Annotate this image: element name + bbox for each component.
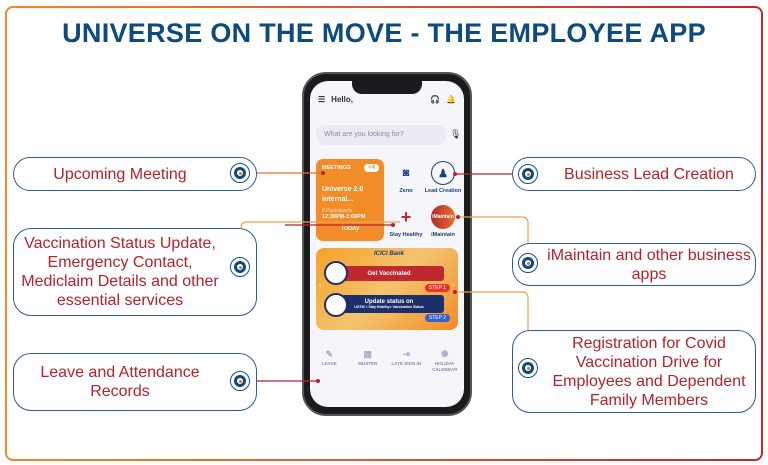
nav-label: MUSTER: [358, 361, 378, 366]
step2-subtitle: UOTM > Stay Healthy> Vaccination Status: [354, 305, 424, 309]
calendar-icon: ▦: [363, 349, 372, 359]
phone-notch: [352, 81, 422, 94]
app-imaintain[interactable]: iMaintain iMaintain: [423, 205, 463, 238]
target-icon: [230, 371, 250, 391]
nav-muster[interactable]: ▦ MUSTER: [349, 349, 388, 373]
meeting-label: MEETINGS: [322, 165, 351, 171]
dot-leave: [316, 379, 320, 383]
bottom-nav: ✎ LEAVE ▦ MUSTER ⇥ LATE SIGN IN ✺ HOLIDAY CA…: [310, 349, 465, 373]
icici-bank-logo: ICICI Bank: [374, 251, 405, 257]
bell-icon[interactable]: 🔔: [446, 95, 456, 104]
app-label: Zeno: [399, 188, 413, 194]
app-label: Lead Creation: [424, 188, 462, 194]
meeting-count-badge: +4: [364, 164, 379, 172]
step1-title: Get Vaccinated: [367, 270, 411, 277]
nav-label: LATE SIGN IN: [391, 361, 421, 366]
chevron-right-icon[interactable]: ›: [452, 282, 455, 289]
dot-imaintain: [456, 215, 460, 219]
callout-business-lead: Business Lead Creation: [512, 157, 756, 191]
meeting-participants: 8 Participants: [322, 208, 353, 214]
step2-title: Update status on: [364, 299, 414, 305]
nav-label: LEAVE: [321, 361, 337, 366]
imaintain-logo: iMaintain: [431, 205, 455, 229]
mic-icon[interactable]: 🎙: [450, 129, 462, 139]
chevron-left-icon[interactable]: ‹: [319, 282, 322, 289]
red-cross-icon: +: [400, 206, 412, 227]
mask-icon: [324, 261, 348, 285]
meeting-title: Universe 2.0 internal...: [322, 186, 364, 203]
callout-vaccination: Vaccination Status Update, Emergency Con…: [13, 228, 257, 316]
target-icon: [518, 253, 538, 273]
callout-upcoming-meeting: Upcoming Meeting: [13, 157, 257, 191]
support-icon[interactable]: 🎧: [430, 95, 441, 104]
connector-registration: [455, 291, 529, 368]
connector-vaccination: [240, 221, 400, 267]
meeting-time: 12:30PM-1:00PM: [322, 214, 366, 220]
step1-strip: Get Vaccinated: [334, 266, 444, 281]
callout-leave: Leave and Attendance Records: [13, 353, 257, 411]
meeting-day: Today: [340, 225, 360, 232]
callout-imaintain: iMaintain and other business apps: [512, 243, 756, 286]
step2-badge: STEP 2: [424, 314, 450, 322]
app-label: iMaintain: [431, 232, 455, 238]
app-header: ☰ Hello, 🎧 🔔: [318, 95, 456, 104]
connector-imaintain: [458, 216, 529, 263]
holiday-icon: ✺: [440, 349, 449, 359]
phone-mockup: ☰ Hello, 🎧 🔔 What are you looking for? 🎙…: [302, 72, 472, 416]
pencil-icon: ✎: [325, 349, 334, 359]
vaccination-banner[interactable]: ICICI Bank Get Vaccinated STEP 1 Update …: [316, 248, 458, 330]
callout-registration: Registration for Covid Vaccination Drive…: [512, 330, 756, 413]
nav-late-sign-in[interactable]: ⇥ LATE SIGN IN: [387, 349, 426, 373]
dot-stay-healthy: [391, 223, 395, 227]
meeting-card[interactable]: MEETINGS +4 Universe 2.0 internal... 8 P…: [316, 159, 384, 241]
step1-badge: STEP 1: [424, 284, 450, 292]
target-icon: [230, 257, 250, 277]
vaccine-icon: [324, 293, 348, 317]
app-stay-healthy[interactable]: + Stay Healthy: [386, 205, 426, 239]
menu-icon[interactable]: ☰: [318, 95, 326, 104]
target-icon: [230, 163, 250, 183]
search-input[interactable]: What are you looking for?: [316, 125, 446, 145]
page-title: UNIVERSE ON THE MOVE - THE EMPLOYEE APP: [62, 18, 706, 48]
nav-holiday-calendar[interactable]: ✺ HOLIDAY CALENDAR: [426, 349, 465, 373]
nav-leave[interactable]: ✎ LEAVE: [310, 349, 349, 373]
dot-registration: [453, 290, 457, 294]
nav-label: HOLIDAY CALENDAR: [432, 361, 458, 372]
late-signin-icon: ⇥: [402, 349, 411, 359]
target-icon: [518, 164, 538, 184]
dot-meeting: [321, 171, 325, 175]
app-zeno[interactable]: ◙ Zeno: [386, 161, 426, 194]
dot-lead: [453, 172, 457, 176]
target-icon: [518, 358, 538, 378]
app-label: Stay Healthy: [389, 232, 423, 238]
app-screen: ☰ Hello, 🎧 🔔 What are you looking for? 🎙…: [310, 81, 464, 407]
headset-bot-icon: ◙: [402, 167, 410, 179]
greeting: Hello,: [331, 95, 353, 104]
